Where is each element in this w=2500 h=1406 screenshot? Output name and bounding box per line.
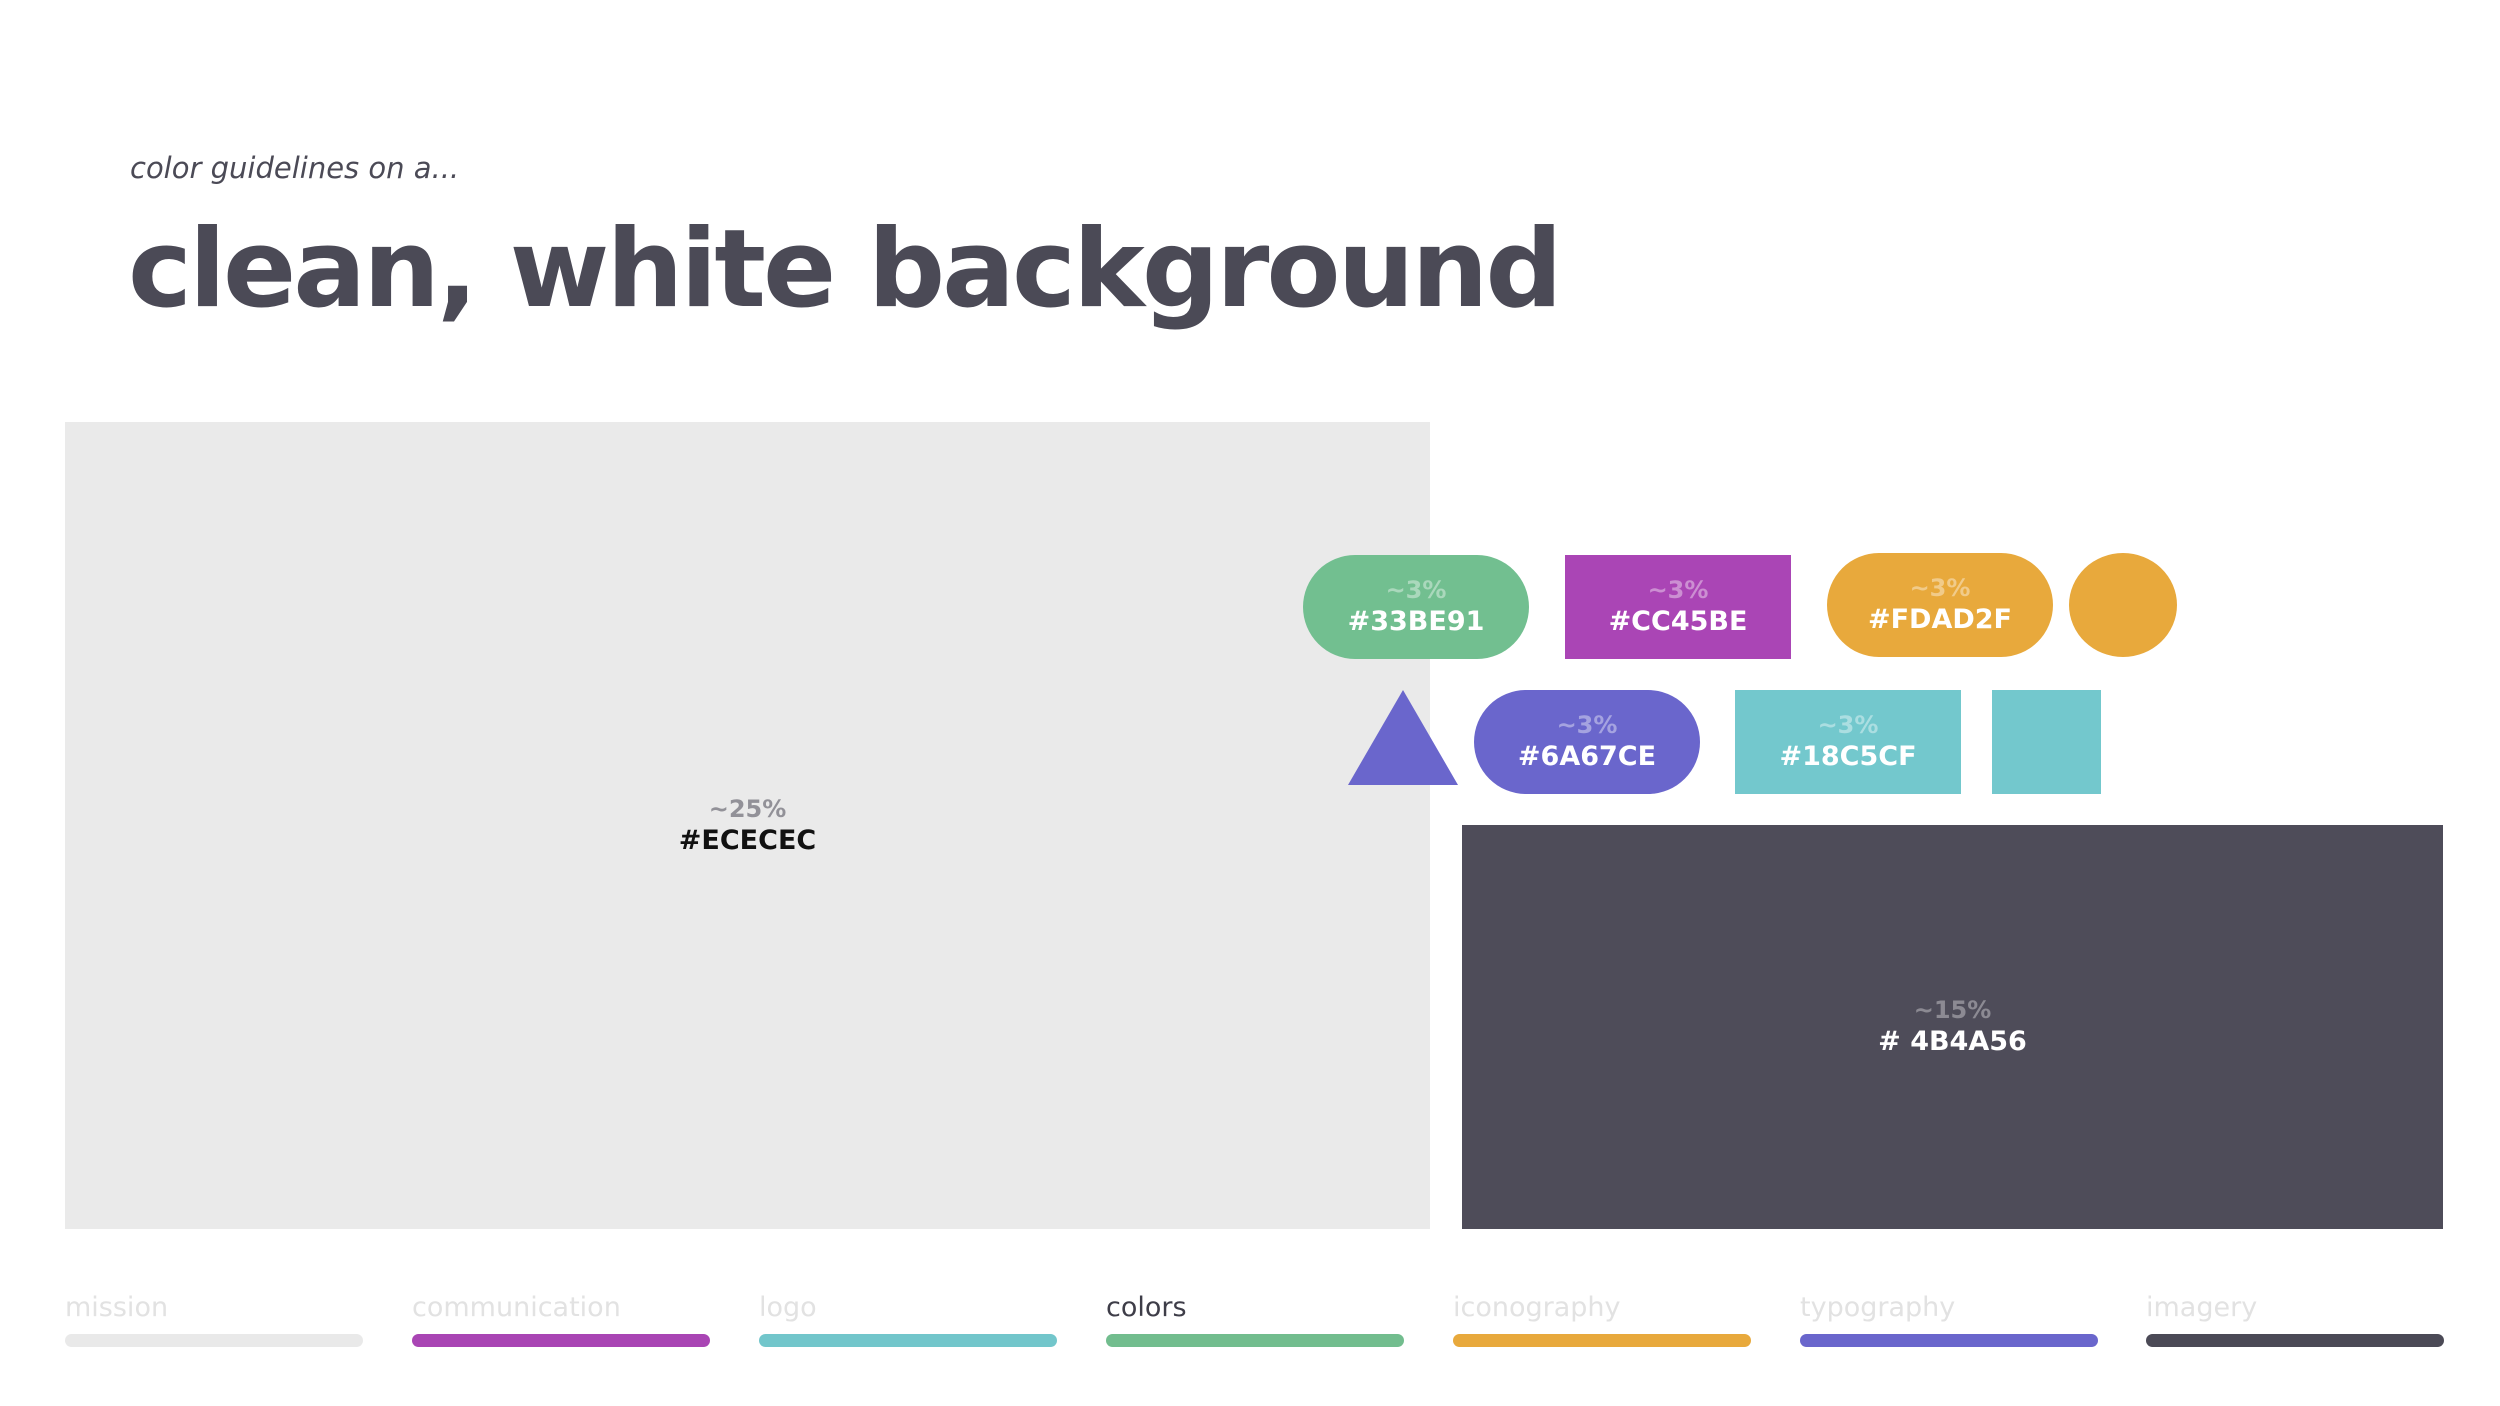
yellow-circle-shape <box>2069 553 2177 657</box>
swatch-dark-pct: ~15% <box>1913 996 1992 1024</box>
swatch-green-pct: ~3% <box>1385 576 1447 604</box>
nav-item-label: iconography <box>1453 1292 1621 1323</box>
swatch-magenta: ~3% #CC45BE <box>1565 555 1791 659</box>
nav-item-bar <box>2146 1334 2444 1347</box>
nav-item-label: colors <box>1106 1292 1187 1323</box>
swatch-purple-hex: #6A67CE <box>1517 741 1657 772</box>
swatch-yellow-hex: #FDAD2F <box>1867 604 2013 635</box>
swatch-green-hex: #33BE91 <box>1347 606 1485 637</box>
swatch-background: ~25% #ECECEC <box>65 422 1430 1229</box>
page-title: clean, white background <box>128 207 1563 332</box>
nav-item-bar <box>1800 1334 2098 1347</box>
nav-item-bar <box>65 1334 363 1347</box>
nav-item-logo[interactable]: logo <box>759 1288 1057 1347</box>
swatch-background-pct: ~25% <box>708 794 787 823</box>
swatch-green: ~3% #33BE91 <box>1303 555 1529 659</box>
nav-item-label: mission <box>65 1292 169 1323</box>
nav-item-mission[interactable]: mission <box>65 1288 363 1347</box>
swatch-yellow-pct: ~3% <box>1909 574 1971 602</box>
swatch-magenta-pct: ~3% <box>1647 576 1709 604</box>
nav-item-colors[interactable]: colors <box>1106 1288 1404 1347</box>
nav-item-imagery[interactable]: imagery <box>2146 1288 2444 1347</box>
page-subtitle: color guidelines on a... <box>130 151 460 185</box>
swatch-teal: ~3% #18C5CF <box>1735 690 1961 794</box>
swatch-purple: ~3% #6A67CE <box>1474 690 1700 794</box>
swatch-dark-hex: # 4B4A56 <box>1878 1026 2027 1057</box>
nav-item-label: imagery <box>2146 1292 2258 1323</box>
nav-item-typography[interactable]: typography <box>1800 1288 2098 1347</box>
nav-item-bar <box>759 1334 1057 1347</box>
swatch-magenta-hex: #CC45BE <box>1608 606 1748 637</box>
nav-item-label: communication <box>412 1292 621 1323</box>
nav-item-bar <box>1106 1334 1404 1347</box>
swatch-dark: ~15% # 4B4A56 <box>1462 825 2443 1229</box>
swatch-background-hex: #ECECEC <box>678 824 817 856</box>
nav-item-label: typography <box>1800 1292 1956 1323</box>
swatch-teal-hex: #18C5CF <box>1779 741 1917 772</box>
nav-item-iconography[interactable]: iconography <box>1453 1288 1751 1347</box>
swatch-teal-pct: ~3% <box>1817 711 1879 739</box>
purple-triangle-shape <box>1348 690 1458 785</box>
teal-square-shape <box>1992 690 2101 794</box>
swatch-yellow: ~3% #FDAD2F <box>1827 553 2053 657</box>
nav-item-bar <box>412 1334 710 1347</box>
nav-item-label: logo <box>759 1292 817 1323</box>
nav-item-communication[interactable]: communication <box>412 1288 710 1347</box>
swatch-purple-pct: ~3% <box>1556 711 1618 739</box>
nav-item-bar <box>1453 1334 1751 1347</box>
